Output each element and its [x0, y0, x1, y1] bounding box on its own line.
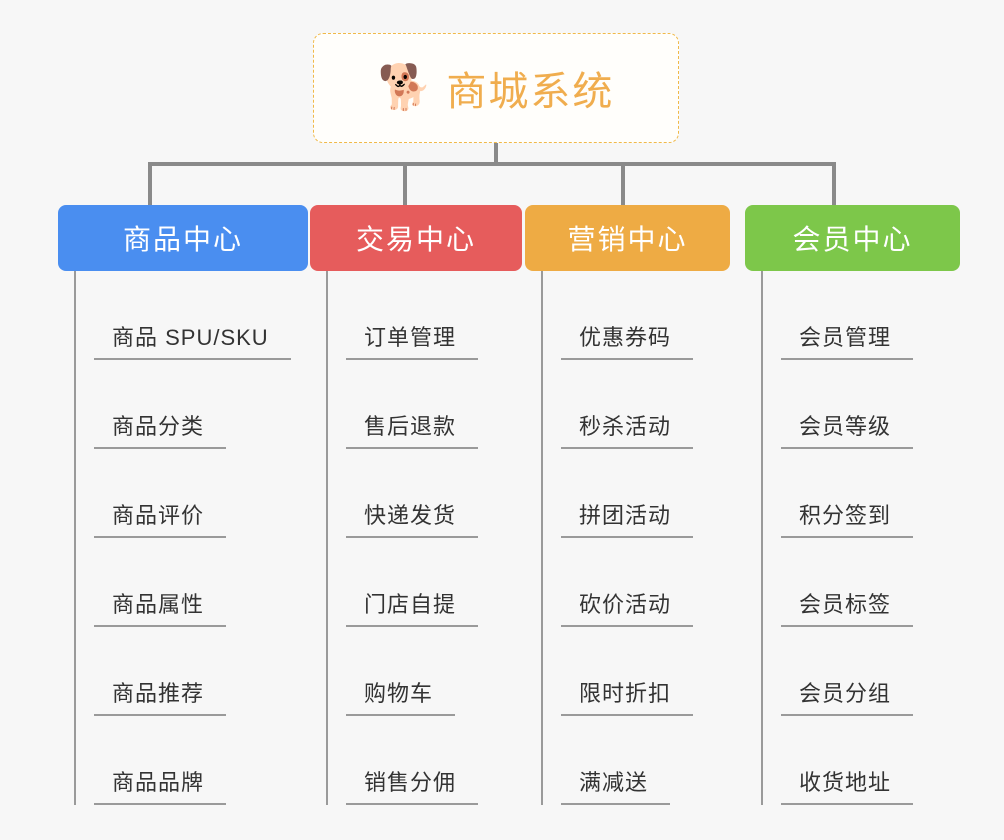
connector-drop-3 [621, 162, 625, 205]
category-column-3: 营销中心 优惠券码 秒杀活动 拼团活动 砍价活动 限时折扣 满减送 [525, 205, 730, 805]
child-label: 秒杀活动 [561, 409, 694, 449]
child-label: 订单管理 [346, 320, 479, 360]
list-item[interactable]: 订单管理 [328, 271, 522, 360]
child-label: 门店自提 [346, 587, 479, 627]
list-item[interactable]: 商品品牌 [76, 716, 308, 805]
category-header-3[interactable]: 营销中心 [525, 205, 730, 271]
category-header-2[interactable]: 交易中心 [310, 205, 522, 271]
child-label: 商品 SPU/SKU [94, 320, 291, 360]
child-label: 快递发货 [346, 498, 479, 538]
list-item[interactable]: 商品分类 [76, 360, 308, 449]
list-item[interactable]: 商品 SPU/SKU [76, 271, 308, 360]
category-children-1: 商品 SPU/SKU 商品分类 商品评价 商品属性 商品推荐 商品品牌 [74, 271, 308, 805]
child-label: 拼团活动 [561, 498, 694, 538]
list-item[interactable]: 购物车 [328, 627, 522, 716]
list-item[interactable]: 优惠券码 [543, 271, 730, 360]
category-column-1: 商品中心 商品 SPU/SKU 商品分类 商品评价 商品属性 商品推荐 商品品牌 [58, 205, 308, 805]
connector-drop-2 [403, 162, 407, 205]
root-node-label: 商城系统 [446, 70, 615, 114]
category-label-1: 商品中心 [122, 224, 243, 255]
category-column-2: 交易中心 订单管理 售后退款 快递发货 门店自提 购物车 销售分佣 [310, 205, 522, 805]
category-header-4[interactable]: 会员中心 [745, 205, 960, 271]
child-label: 商品推荐 [94, 676, 227, 716]
shiba-dog-face-icon: 🐕 [377, 63, 433, 112]
list-item[interactable]: 会员分组 [763, 627, 960, 716]
list-item[interactable]: 秒杀活动 [543, 360, 730, 449]
category-children-3: 优惠券码 秒杀活动 拼团活动 砍价活动 限时折扣 满减送 [541, 271, 730, 805]
connector-horizontal-bus [148, 162, 836, 166]
list-item[interactable]: 门店自提 [328, 538, 522, 627]
child-label: 商品分类 [94, 409, 227, 449]
child-label: 商品评价 [94, 498, 227, 538]
list-item[interactable]: 限时折扣 [543, 627, 730, 716]
child-label: 商品品牌 [94, 765, 227, 805]
child-label: 会员分组 [781, 676, 914, 716]
category-children-2: 订单管理 售后退款 快递发货 门店自提 购物车 销售分佣 [326, 271, 522, 805]
child-label: 限时折扣 [561, 676, 694, 716]
list-item[interactable]: 商品推荐 [76, 627, 308, 716]
list-item[interactable]: 会员等级 [763, 360, 960, 449]
child-label: 会员等级 [781, 409, 914, 449]
list-item[interactable]: 商品评价 [76, 449, 308, 538]
list-item[interactable]: 快递发货 [328, 449, 522, 538]
list-item[interactable]: 满减送 [543, 716, 730, 805]
list-item[interactable]: 会员管理 [763, 271, 960, 360]
category-label-3: 营销中心 [567, 224, 688, 255]
child-label: 优惠券码 [561, 320, 694, 360]
child-label: 商品属性 [94, 587, 227, 627]
connector-root-stem [494, 143, 498, 164]
connector-drop-4 [832, 162, 836, 205]
child-label: 会员管理 [781, 320, 914, 360]
category-label-2: 交易中心 [355, 224, 476, 255]
list-item[interactable]: 售后退款 [328, 360, 522, 449]
category-column-4: 会员中心 会员管理 会员等级 积分签到 会员标签 会员分组 收货地址 [745, 205, 960, 805]
list-item[interactable]: 拼团活动 [543, 449, 730, 538]
list-item[interactable]: 商品属性 [76, 538, 308, 627]
root-node[interactable]: 🐕 商城系统 [313, 33, 679, 143]
child-label: 会员标签 [781, 587, 914, 627]
child-label: 收货地址 [781, 765, 914, 805]
connector-drop-1 [148, 162, 152, 205]
list-item[interactable]: 砍价活动 [543, 538, 730, 627]
child-label: 购物车 [346, 676, 456, 716]
child-label: 积分签到 [781, 498, 914, 538]
list-item[interactable]: 销售分佣 [328, 716, 522, 805]
child-label: 砍价活动 [561, 587, 694, 627]
child-label: 销售分佣 [346, 765, 479, 805]
category-label-4: 会员中心 [792, 224, 913, 255]
list-item[interactable]: 会员标签 [763, 538, 960, 627]
category-header-1[interactable]: 商品中心 [58, 205, 308, 271]
list-item[interactable]: 收货地址 [763, 716, 960, 805]
list-item[interactable]: 积分签到 [763, 449, 960, 538]
child-label: 满减送 [561, 765, 671, 805]
category-children-4: 会员管理 会员等级 积分签到 会员标签 会员分组 收货地址 [761, 271, 960, 805]
child-label: 售后退款 [346, 409, 479, 449]
